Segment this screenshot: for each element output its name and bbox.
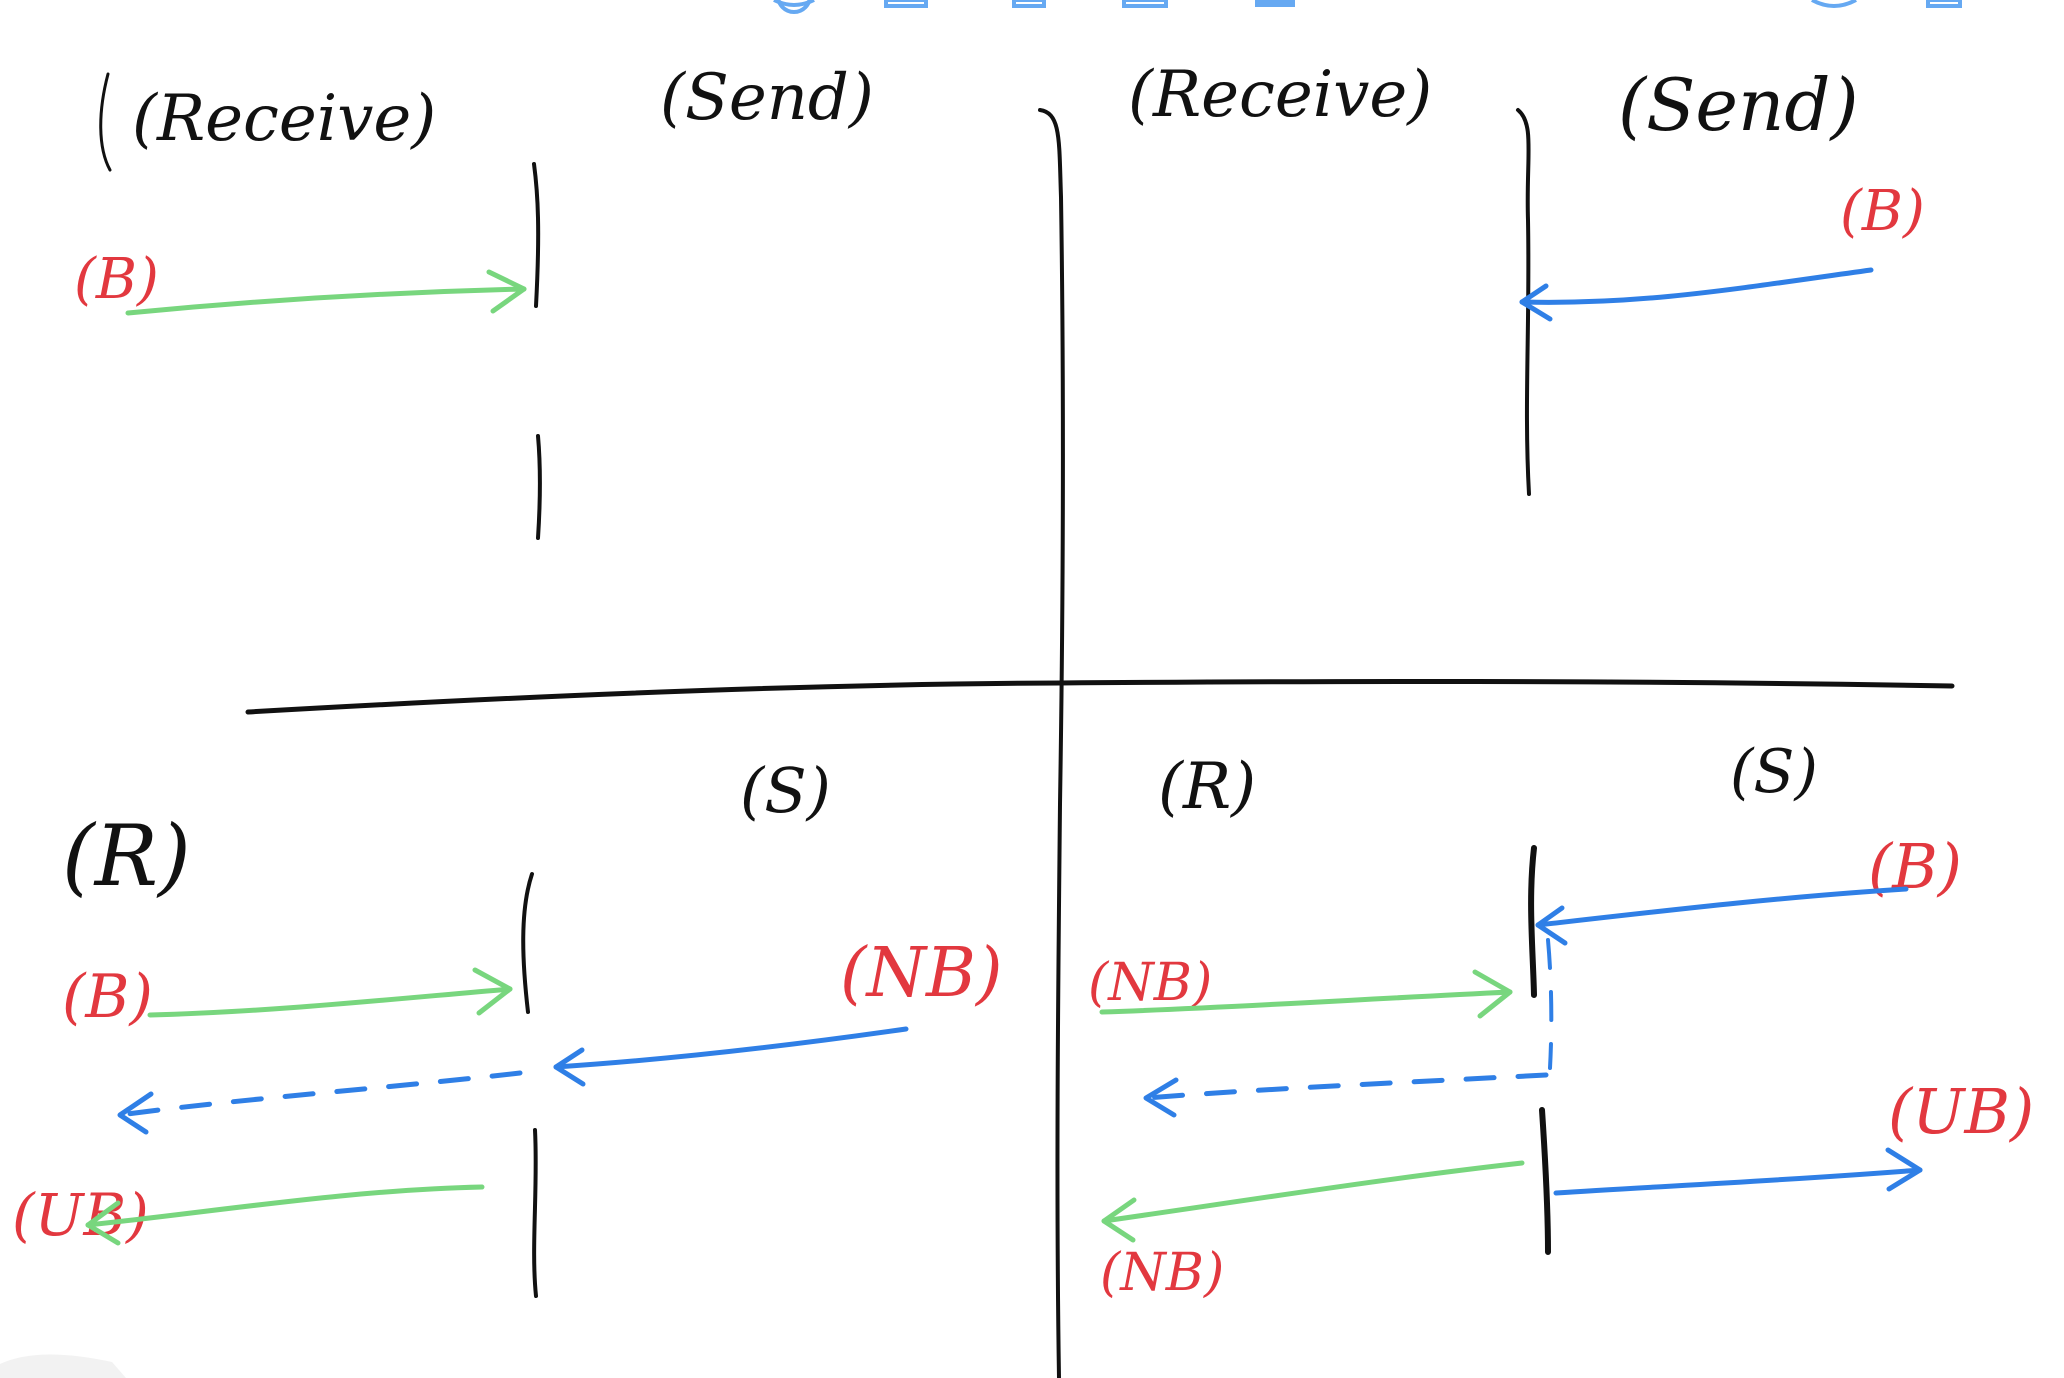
receive-label: (Receive): [1128, 58, 1432, 132]
blue-arrowhead: [1885, 1147, 1923, 1192]
arrow-label-b: (B): [74, 247, 159, 312]
receive-label: (Receive): [132, 82, 436, 156]
arrow-label-ub: (UB): [12, 1181, 149, 1249]
green-arrowhead: [486, 269, 527, 314]
green-nonblocking-arrow: [1099, 989, 1513, 1015]
blue-dashed-arrowhead: [1143, 1077, 1179, 1118]
vertical-divider: [1038, 108, 1065, 1378]
blue-dashed-vertical: [1546, 938, 1554, 1070]
send-label: (Send): [1618, 63, 1859, 147]
frame-icon[interactable]: [1012, 0, 1046, 8]
receive-label-bracket: [99, 72, 112, 172]
blue-blocking-arrow: [1519, 267, 1874, 305]
receive-label: (R): [1158, 750, 1256, 824]
arrow-label-b: (B): [1840, 179, 1925, 244]
quadrant-bottom-right: (R) (S) (NB) (B) (UB) (NB): [1088, 737, 2034, 1303]
receive-label: (R): [62, 807, 191, 905]
circle-icon[interactable]: [1811, 0, 1857, 8]
green-blocking-arrow: [147, 986, 513, 1018]
arrow-label-nb: (NB): [1088, 953, 1212, 1013]
blue-arrowhead: [1535, 905, 1568, 946]
green-blocking-arrow: [125, 286, 527, 316]
green-arrowhead: [85, 1200, 121, 1246]
green-arrowhead: [1101, 1197, 1137, 1243]
circle-icon[interactable]: [773, 0, 815, 14]
horizontal-divider: [245, 678, 1955, 715]
blue-dashed-arrowhead: [117, 1091, 154, 1135]
frame-icon[interactable]: [1926, 0, 1962, 8]
blue-blocking-arrow: [1535, 886, 1909, 928]
frame-icon[interactable]: [884, 0, 928, 8]
arrow-label-b: (B): [62, 962, 153, 1032]
arrow-label-ub: (UB): [1888, 1075, 2034, 1148]
arrow-label-nb: (NB): [840, 934, 1003, 1013]
send-label: (Send): [660, 61, 874, 135]
green-nonblocking-return-arrow: [1101, 1160, 1525, 1224]
green-arrowhead: [472, 967, 513, 1016]
partial-floating-control[interactable]: [0, 1354, 126, 1378]
timeline: [1516, 108, 1531, 496]
send-label: (S): [740, 754, 831, 827]
selected-tool-icon[interactable]: [1255, 0, 1295, 7]
timeline-lower: [532, 1128, 538, 1298]
send-label: (S): [1730, 737, 1818, 807]
green-arrowhead: [1472, 969, 1513, 1019]
blue-dashed-return-arrow: [1143, 1072, 1549, 1101]
blue-nonblocking-arrow: [553, 1026, 909, 1070]
blue-dashed-return-arrow: [117, 1070, 523, 1118]
green-unblock-arrow: [85, 1184, 485, 1228]
blue-arrowhead: [1519, 283, 1553, 322]
quadrant-top-right: (Receive) (Send) (B): [1128, 58, 1925, 496]
timeline-upper: [521, 872, 534, 1014]
timeline-lower: [1539, 1107, 1551, 1255]
timeline-upper: [532, 162, 541, 308]
timeline-lower: [536, 434, 542, 540]
blue-unblock-arrow: [1553, 1167, 1923, 1196]
timeline-upper: [1528, 845, 1537, 998]
quadrant-bottom-left: (R) (S) (B) (NB) (UB): [12, 754, 1003, 1298]
partial-toolbar[interactable]: [773, 0, 1962, 14]
blue-arrowhead: [553, 1047, 586, 1087]
frame-icon[interactable]: [1122, 0, 1168, 8]
quadrant-top-left: (Receive) (Send) (B): [74, 61, 874, 540]
arrow-label-nb-bottom: (NB): [1100, 1243, 1224, 1303]
